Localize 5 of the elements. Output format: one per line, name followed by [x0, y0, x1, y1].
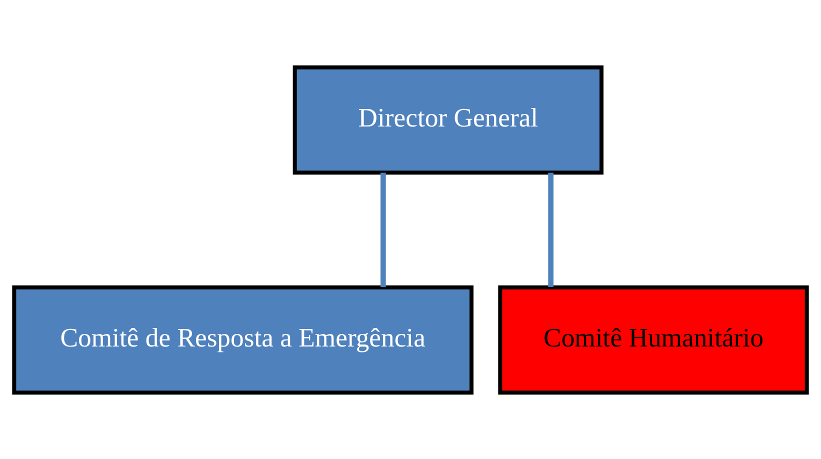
connector	[548, 172, 554, 286]
node-box: Comitê de Resposta a Emergência	[12, 284, 474, 394]
node-box: Director General	[292, 64, 604, 174]
connector	[380, 172, 386, 286]
node-box: Comitê Humanitário	[498, 284, 809, 394]
